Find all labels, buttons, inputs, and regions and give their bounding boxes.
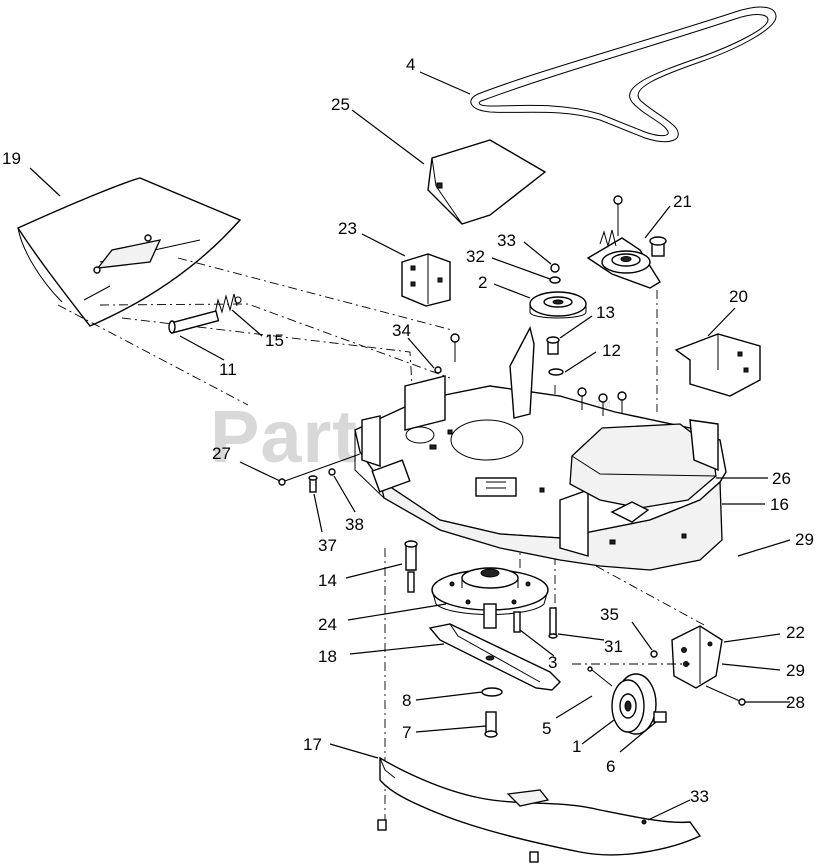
idler-arm <box>586 195 667 289</box>
callout-16: 16 <box>770 495 789 514</box>
callout-34: 34 <box>392 321 411 340</box>
callout-7: 7 <box>402 723 411 742</box>
callout-29-top: 29 <box>795 530 814 549</box>
callout-14: 14 <box>318 571 337 590</box>
callout-27: 27 <box>212 444 231 463</box>
belt-cover <box>427 139 547 225</box>
bracket-right <box>674 333 761 397</box>
front-baffle <box>377 756 702 863</box>
pulley <box>529 291 587 319</box>
callout-20: 20 <box>729 287 748 306</box>
callout-32: 32 <box>466 247 485 266</box>
callout-31: 31 <box>604 637 623 656</box>
wheel-spacer <box>653 711 667 723</box>
callout-1: 1 <box>572 737 581 756</box>
callout-8: 8 <box>402 691 411 710</box>
mower-deck <box>354 326 727 571</box>
callout-22: 22 <box>786 623 805 642</box>
callout-6: 6 <box>606 757 615 776</box>
callout-21: 21 <box>673 192 692 211</box>
callout-13: 13 <box>596 303 615 322</box>
callout-15: 15 <box>265 331 284 350</box>
callout-25: 25 <box>331 95 350 114</box>
callout-33-bottom: 33 <box>690 787 709 806</box>
callout-19: 19 <box>2 149 21 168</box>
blade-bolt <box>484 711 498 738</box>
rod <box>168 310 220 334</box>
rod-27 <box>278 453 361 486</box>
callout-11: 11 <box>219 360 237 379</box>
callout-29-bottom: 29 <box>786 661 805 680</box>
callout-26: 26 <box>772 469 791 488</box>
gauge-wheel <box>611 673 657 735</box>
callout-4: 4 <box>406 55 415 74</box>
callout-17: 17 <box>303 735 322 754</box>
callout-18: 18 <box>318 647 337 666</box>
callout-12: 12 <box>602 341 621 360</box>
spring <box>213 293 242 319</box>
callout-35: 35 <box>600 605 619 624</box>
callout-3: 3 <box>548 653 557 672</box>
spacer-and-washer <box>546 336 564 376</box>
belt <box>470 6 777 143</box>
callout-24: 24 <box>318 615 337 634</box>
callout-28: 28 <box>786 693 805 712</box>
wheel-axle <box>587 666 613 687</box>
bolt-3 <box>513 611 521 633</box>
callout-5: 5 <box>542 719 551 738</box>
pin-37 <box>308 475 318 493</box>
leader-lines <box>29 71 791 821</box>
nut-and-washer <box>549 263 561 284</box>
callout-labels: 4 25 19 21 23 33 32 2 20 13 34 15 12 11 … <box>2 55 814 806</box>
callout-23: 23 <box>338 219 357 238</box>
callout-37: 37 <box>318 536 337 555</box>
washer-8 <box>481 687 503 697</box>
bracket-left <box>401 253 451 307</box>
spindle-assembly <box>404 540 549 629</box>
blade <box>428 623 561 691</box>
callout-33-top: 33 <box>497 231 516 250</box>
callout-38: 38 <box>345 515 364 534</box>
bolt-28 <box>705 685 746 706</box>
bolt-35 <box>650 650 658 658</box>
bolt-31 <box>548 607 558 639</box>
wheel-bracket <box>671 625 723 689</box>
callout-2: 2 <box>478 273 487 292</box>
deck-shield <box>16 177 242 327</box>
pin-38 <box>328 468 336 476</box>
